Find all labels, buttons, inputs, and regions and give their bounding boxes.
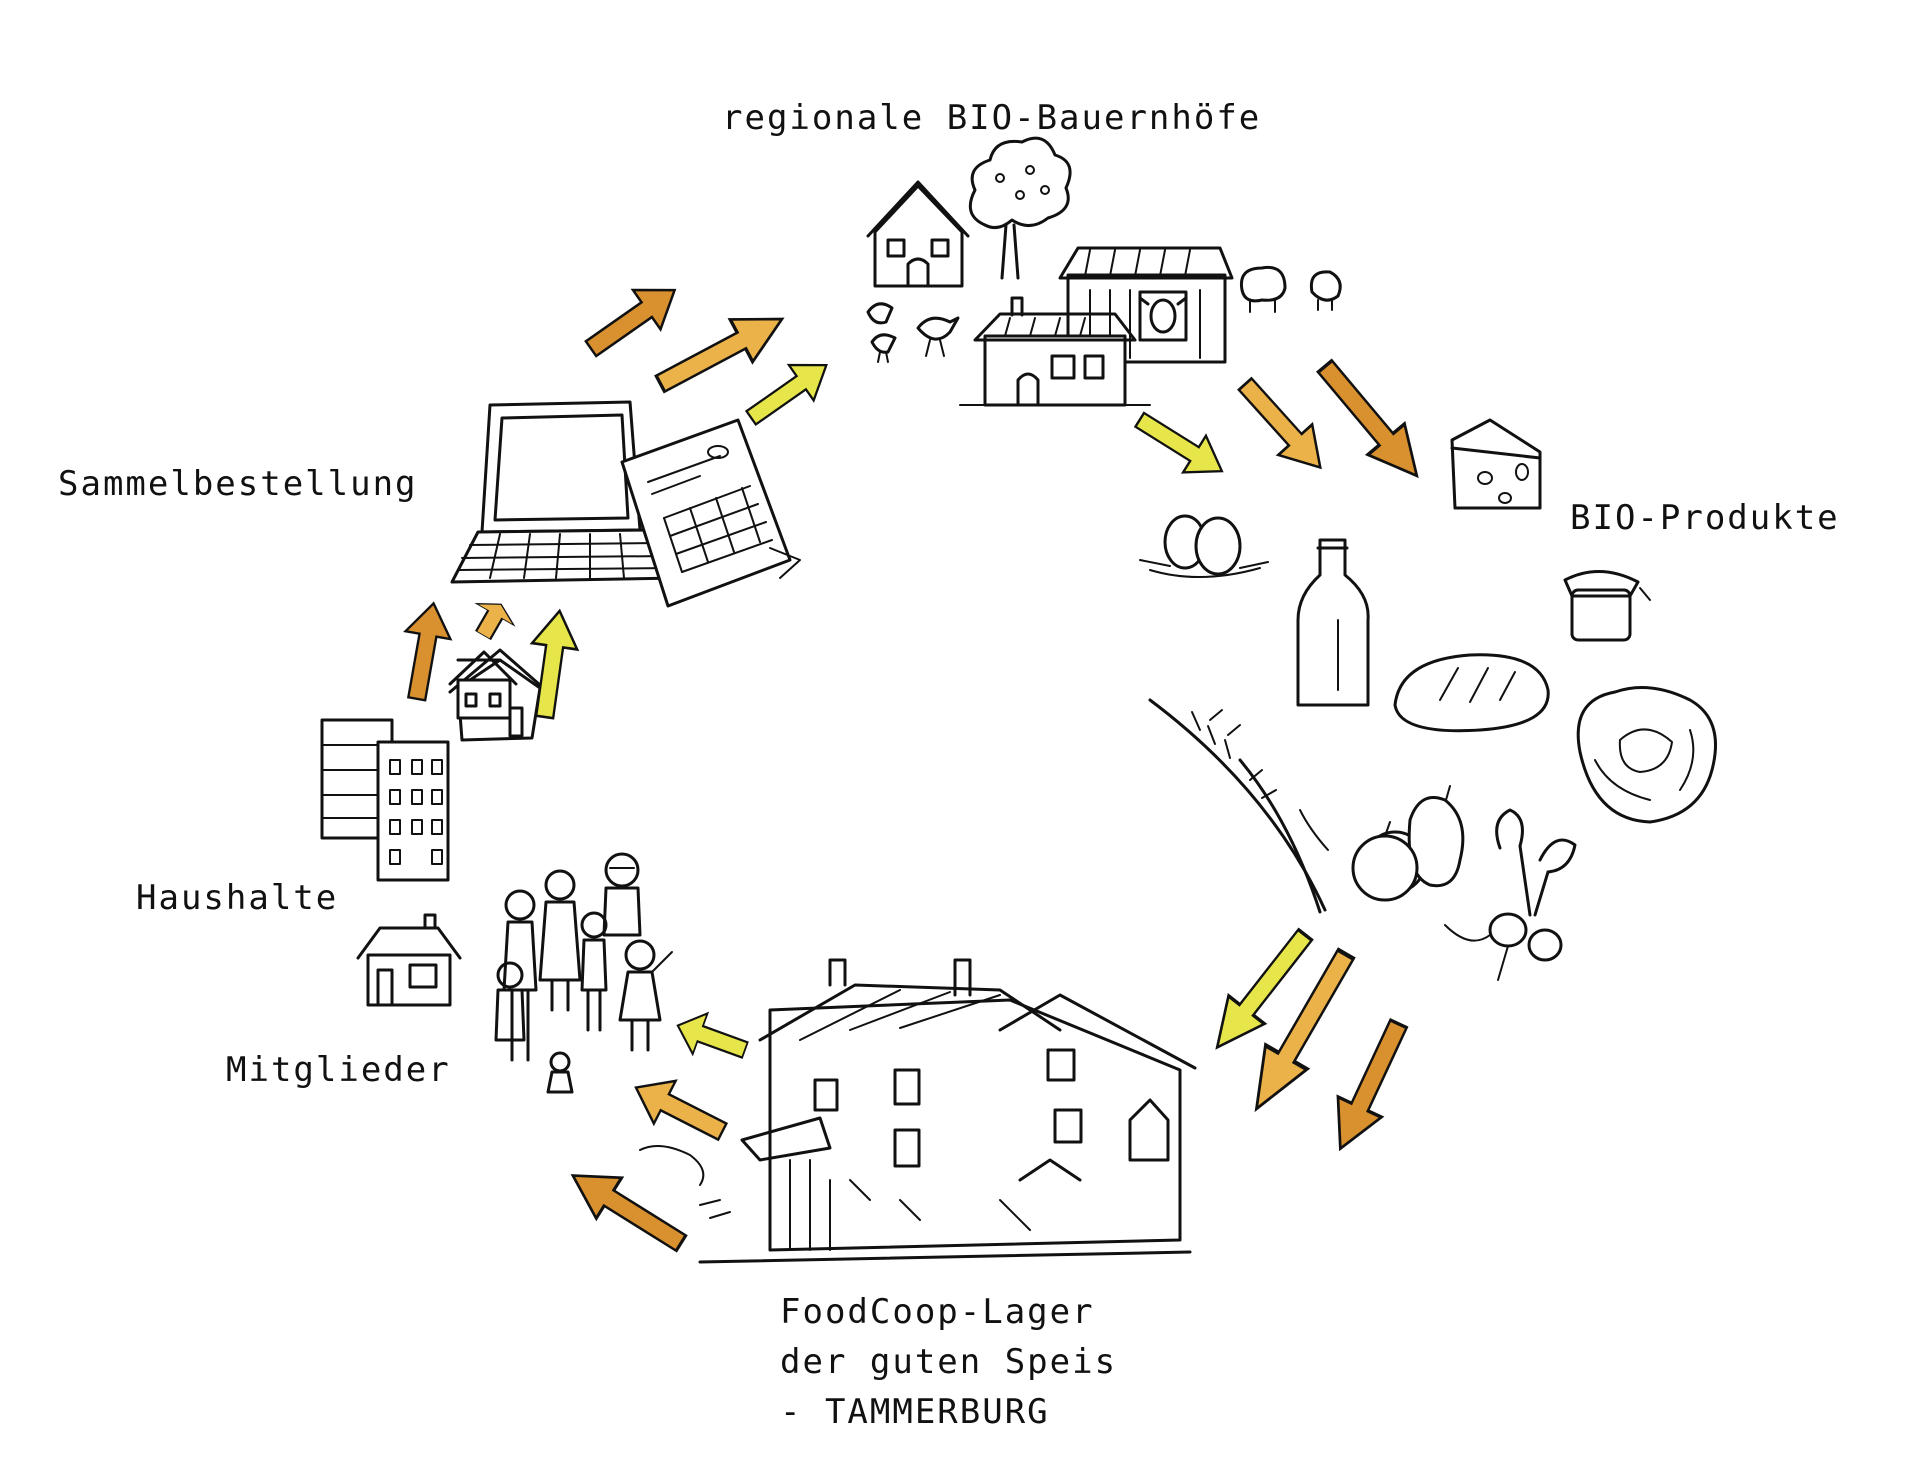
tiny-house-icon — [456, 658, 502, 662]
arrow-warehouse-to-members-1 — [669, 1004, 754, 1072]
order-form-icon — [620, 418, 801, 608]
milk-bottle-icon — [1296, 538, 1370, 707]
arrow-farms-to-products-1 — [1127, 400, 1235, 491]
arrow-households-to-order-1 — [393, 598, 458, 704]
little-house-icon — [448, 650, 518, 720]
arrow-order-to-farms-1 — [576, 269, 690, 370]
radish-icon — [1444, 808, 1577, 981]
warehouse-building-icon — [698, 958, 1197, 1264]
farm-houses-icon — [866, 180, 1234, 407]
chicken-icon — [866, 302, 960, 363]
bungalow-icon — [356, 913, 462, 1007]
arrow-households-to-order-2 — [463, 592, 521, 647]
eggs-icon — [1139, 514, 1269, 579]
bread-icon — [1393, 653, 1550, 733]
sketch-marks — [639, 1145, 731, 1219]
apartment-buildings-icon — [320, 718, 450, 882]
fruit-icon — [1351, 785, 1465, 902]
wheat-icon — [1148, 698, 1329, 914]
sheep-icon — [1239, 265, 1342, 313]
label-warehouse-line1: FoodCoop-Lager — [780, 1292, 1095, 1332]
label-products: BIO-Produkte — [1570, 498, 1840, 538]
cow-icon — [1138, 290, 1188, 342]
arrow-products-to-warehouse-3 — [1316, 1012, 1422, 1161]
arrow-order-to-farms-2 — [647, 296, 795, 407]
label-warehouse-line3: - TAMMERBURG — [780, 1392, 1050, 1432]
arrow-products-to-warehouse-2 — [1233, 940, 1369, 1123]
arrow-farms-to-products-3 — [1305, 349, 1437, 493]
jam-jar-icon — [1563, 570, 1651, 642]
cheese-icon — [1450, 418, 1542, 510]
people-icon — [494, 852, 673, 1094]
label-warehouse-line2: der guten Speis — [780, 1342, 1118, 1382]
laptop-icon — [450, 400, 682, 584]
tree-icon — [968, 136, 1072, 280]
cabbage-icon — [1576, 686, 1717, 824]
arrow-farms-to-products-2 — [1226, 367, 1339, 485]
label-farms: regionale BIO-Bauernhöfe — [722, 98, 1262, 138]
label-order: Sammelbestellung — [58, 464, 418, 504]
label-households: Haushalte — [136, 878, 339, 918]
arrow-warehouse-to-members-3 — [558, 1153, 696, 1265]
label-members: Mitglieder — [226, 1050, 451, 1090]
arrow-warehouse-to-members-2 — [623, 1064, 735, 1155]
